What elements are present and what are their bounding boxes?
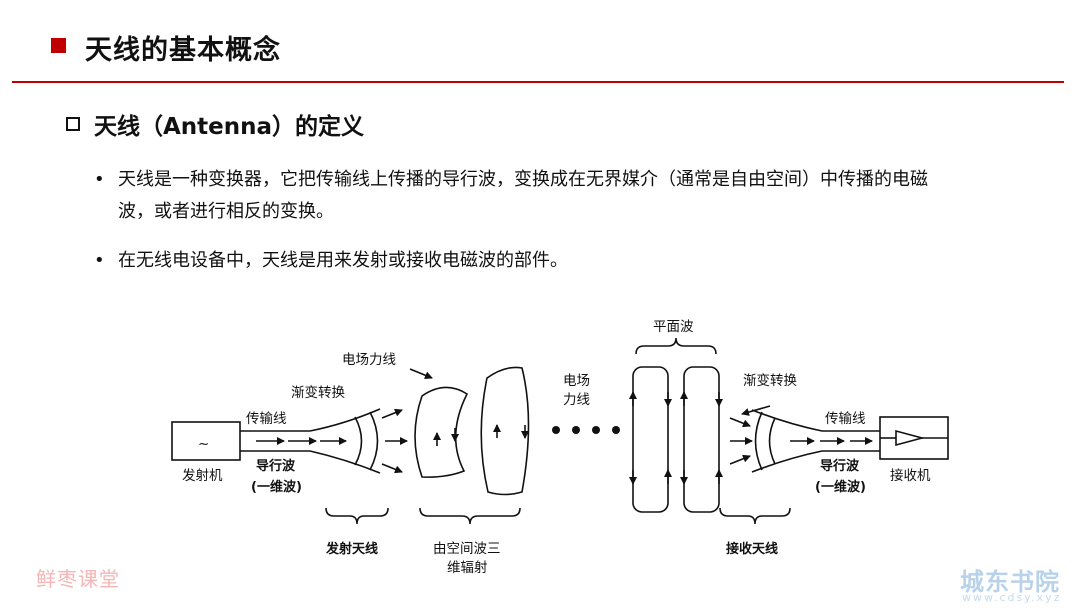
rx-transition-label: 渐变转换 xyxy=(743,373,797,389)
plane-wave-front-2 xyxy=(683,366,720,513)
rx-line-label: 传输线 xyxy=(825,411,866,427)
tx-horn-field-1 xyxy=(354,416,363,466)
receiver-amplifier-symbol xyxy=(895,429,926,447)
tx-horn-bottom xyxy=(309,450,381,474)
ellipsis-dot xyxy=(572,426,580,434)
ellipsis-dot xyxy=(592,426,600,434)
e-field-pointer xyxy=(409,368,433,380)
tx-horn-top xyxy=(309,408,381,432)
one-dim-left-label: (一维波) xyxy=(251,479,302,495)
page-title: 天线的基本概念 xyxy=(85,35,281,66)
tx-transition-label: 渐变转换 xyxy=(291,385,345,401)
guided-wave-left-label: 导行波 xyxy=(256,458,296,474)
section-marker xyxy=(66,117,80,131)
plane-wave-label: 平面波 xyxy=(653,319,694,335)
rx-horn-top xyxy=(751,409,823,432)
incoming-arrow-down-right xyxy=(729,454,751,465)
e-field-lines-label: 电场力线 xyxy=(342,352,396,368)
tx-line-label: 传输线 xyxy=(246,411,287,427)
guided-wave-right-label: 导行波 xyxy=(820,458,860,474)
source-symbol: ~ xyxy=(198,436,209,452)
e-field-label-line1: 电场 xyxy=(563,373,590,389)
receiver-label: 接收机 xyxy=(890,467,931,484)
bullet-marker: • xyxy=(94,250,105,271)
ellipsis-dot xyxy=(612,426,620,434)
watermark-right-url: www.cdsy.xyz xyxy=(962,591,1062,604)
bullet-marker: • xyxy=(94,169,105,190)
space-wave-label-line2: 维辐射 xyxy=(447,560,488,576)
brace-plane-wave xyxy=(635,337,717,355)
space-wave-label-line1: 由空间波三 xyxy=(433,541,501,557)
ellipsis-dot xyxy=(552,426,560,434)
rx-transition-pointer xyxy=(741,405,771,416)
title-divider xyxy=(12,81,1064,83)
tx-antenna-label: 发射天线 xyxy=(325,541,378,557)
plane-wave-front-1 xyxy=(632,366,669,513)
transmitter-box xyxy=(171,421,241,461)
rx-antenna-label: 接收天线 xyxy=(726,541,778,557)
radiated-arrow-down-left xyxy=(381,463,403,474)
bullet-text-definition: 天线是一种变换器，它把传输线上传播的导行波，变换成在无界媒介（通常是自由空间）中… xyxy=(118,169,928,222)
rx-horn-field-1 xyxy=(754,411,763,471)
section-title: 天线（Antenna）的定义 xyxy=(94,114,365,140)
bullet-text-role: 在无线电设备中，天线是用来发射或接收电磁波的部件。 xyxy=(118,250,568,271)
incoming-arrow-up-right xyxy=(729,417,751,428)
tx-horn-field-2 xyxy=(369,411,379,471)
watermark-left: 鲜枣课堂 xyxy=(36,567,120,591)
one-dim-right-label: (一维波) xyxy=(815,479,866,495)
radiated-arrow-up-left xyxy=(381,408,403,419)
rx-horn-bottom xyxy=(751,450,823,473)
title-marker xyxy=(51,38,66,53)
brace-tx-antenna xyxy=(325,507,389,525)
wavefront-1 xyxy=(414,386,469,478)
e-field-label-line2: 力线 xyxy=(563,392,590,408)
wavefront-2 xyxy=(480,366,530,496)
brace-space-wave xyxy=(419,507,521,525)
rx-horn-field-2 xyxy=(768,417,776,465)
brace-rx-antenna xyxy=(719,507,791,525)
watermark-right: 城东书院 xyxy=(960,568,1060,596)
transmitter-label: 发射机 xyxy=(182,468,223,484)
